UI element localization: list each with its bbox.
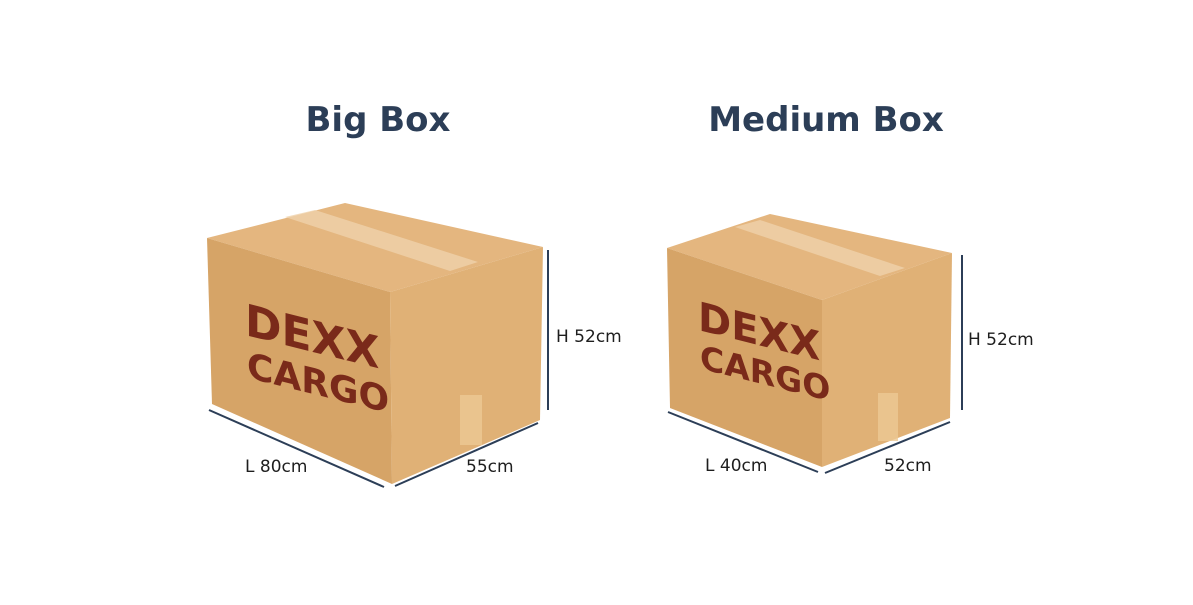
medium-box-side xyxy=(822,253,952,467)
big-box-side xyxy=(390,247,543,484)
big-box-length-line xyxy=(208,409,385,488)
medium-box-tape xyxy=(735,220,905,276)
big-box-tape-side xyxy=(460,395,482,445)
medium-box-width-line xyxy=(824,421,951,474)
big-box-top xyxy=(207,203,543,292)
medium-box-tape-side xyxy=(878,393,898,441)
big-box-height-label: H 52cm xyxy=(556,327,622,347)
medium-box-length-label: L 40cm xyxy=(705,456,767,476)
medium-box-top xyxy=(667,214,952,300)
medium-box-front xyxy=(667,248,822,467)
big-box-front xyxy=(207,238,392,484)
big-box-tape xyxy=(285,210,478,271)
big-box: Big Box DEXX CARGO L 80cm 55cm H 52cm xyxy=(207,100,622,488)
medium-box-title: Medium Box xyxy=(708,100,944,140)
big-box-width-line xyxy=(394,422,539,487)
medium-box-length-line xyxy=(667,411,819,473)
big-box-length-label: L 80cm xyxy=(245,457,307,477)
big-box-width-label: 55cm xyxy=(466,457,514,477)
big-box-title: Big Box xyxy=(306,100,451,140)
medium-box-height-label: H 52cm xyxy=(968,330,1034,350)
medium-box: Medium Box DEXX CARGO L 40cm 52cm H 52cm xyxy=(667,100,1034,476)
medium-box-width-label: 52cm xyxy=(884,456,932,476)
